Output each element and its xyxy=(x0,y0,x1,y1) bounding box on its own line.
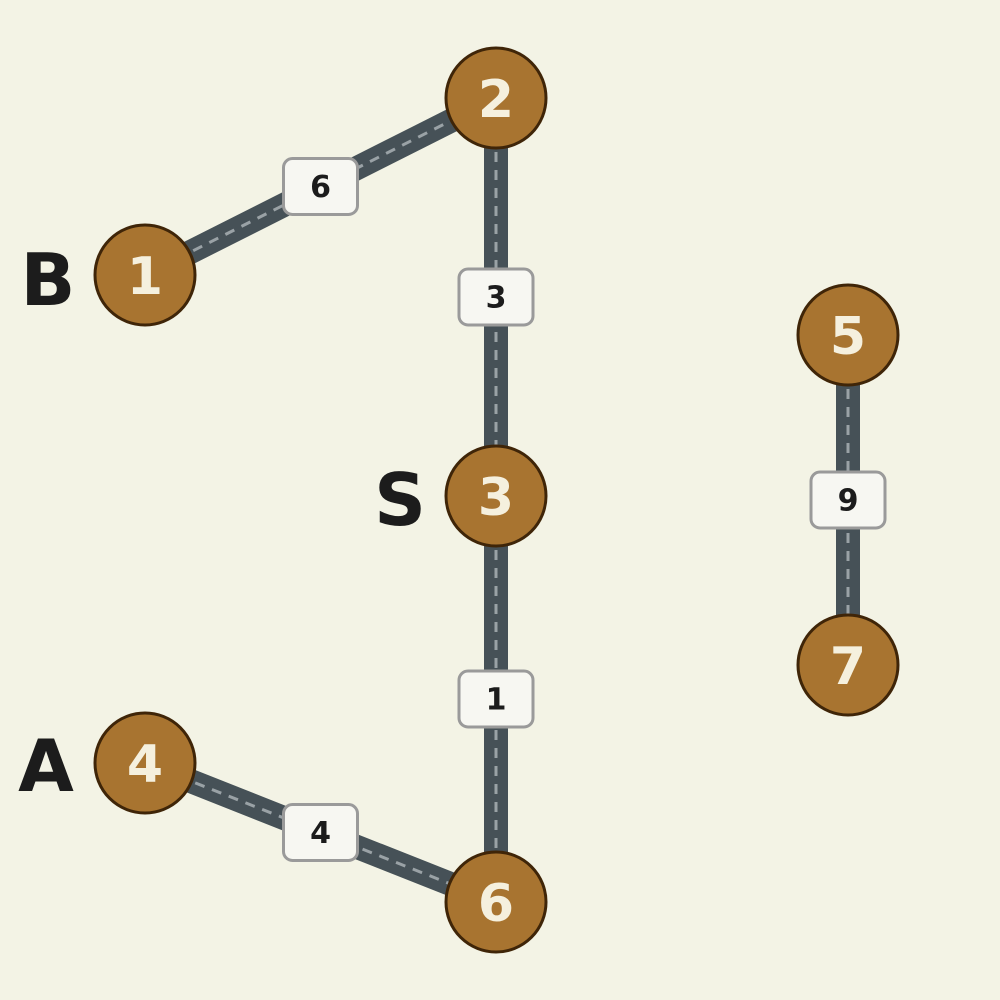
edges-layer: 6 3 1 4 9 xyxy=(139,87,887,914)
edge-weight-label: 6 xyxy=(310,170,331,205)
node-label: 6 xyxy=(478,874,514,934)
edge-5-7: 9 xyxy=(809,335,887,665)
edge-dash xyxy=(144,96,497,277)
node-circle xyxy=(796,283,900,387)
node-label: 3 xyxy=(478,468,514,528)
edge-weight-box xyxy=(809,470,887,530)
node-5: 5 xyxy=(796,283,900,387)
node-circle xyxy=(444,46,548,150)
node-tag-s: S xyxy=(374,458,426,542)
node-label: 7 xyxy=(830,637,866,697)
edge-3-6: 1 xyxy=(457,496,535,902)
edge-weight-badge: 1 xyxy=(457,669,535,729)
edge-weight-label: 3 xyxy=(486,281,507,316)
node-circle xyxy=(444,850,548,954)
edge-weight-badge: 6 xyxy=(282,157,359,216)
node-tag-b: B xyxy=(21,238,76,322)
edge-weight-label: 9 xyxy=(838,484,859,519)
node-2: 2 xyxy=(444,46,548,150)
edge-1-2: 6 xyxy=(139,87,502,286)
edge-weight-box xyxy=(457,669,535,729)
node-label: 1 xyxy=(127,247,163,307)
node-label: 4 xyxy=(127,735,163,795)
edge-weight-badge: 4 xyxy=(282,803,359,862)
node-4: 4 xyxy=(93,711,197,815)
edge-weight-badge: 3 xyxy=(457,267,535,327)
node-label: 2 xyxy=(478,70,514,130)
node-1: 1 xyxy=(93,223,197,327)
node-3: 3 xyxy=(444,444,548,548)
node-circle xyxy=(93,711,197,815)
edge-weight-box xyxy=(457,267,535,327)
edge-2-3: 3 xyxy=(457,98,535,496)
node-circle xyxy=(444,444,548,548)
tags-layer: B S A xyxy=(18,238,426,808)
edge-weight-label: 4 xyxy=(310,816,331,851)
edge-weight-box xyxy=(282,157,359,216)
node-tag-a: A xyxy=(18,724,74,808)
node-circle xyxy=(796,613,900,717)
edge-weight-label: 1 xyxy=(486,683,507,718)
node-7: 7 xyxy=(796,613,900,717)
node-circle xyxy=(93,223,197,327)
nodes-layer: 1 2 3 4 5 6 7 xyxy=(93,46,900,954)
node-label: 5 xyxy=(830,307,866,367)
edge-weight-box xyxy=(282,803,359,862)
edge-4-6: 4 xyxy=(140,751,501,914)
edge-weight-badge: 9 xyxy=(809,470,887,530)
node-6: 6 xyxy=(444,850,548,954)
